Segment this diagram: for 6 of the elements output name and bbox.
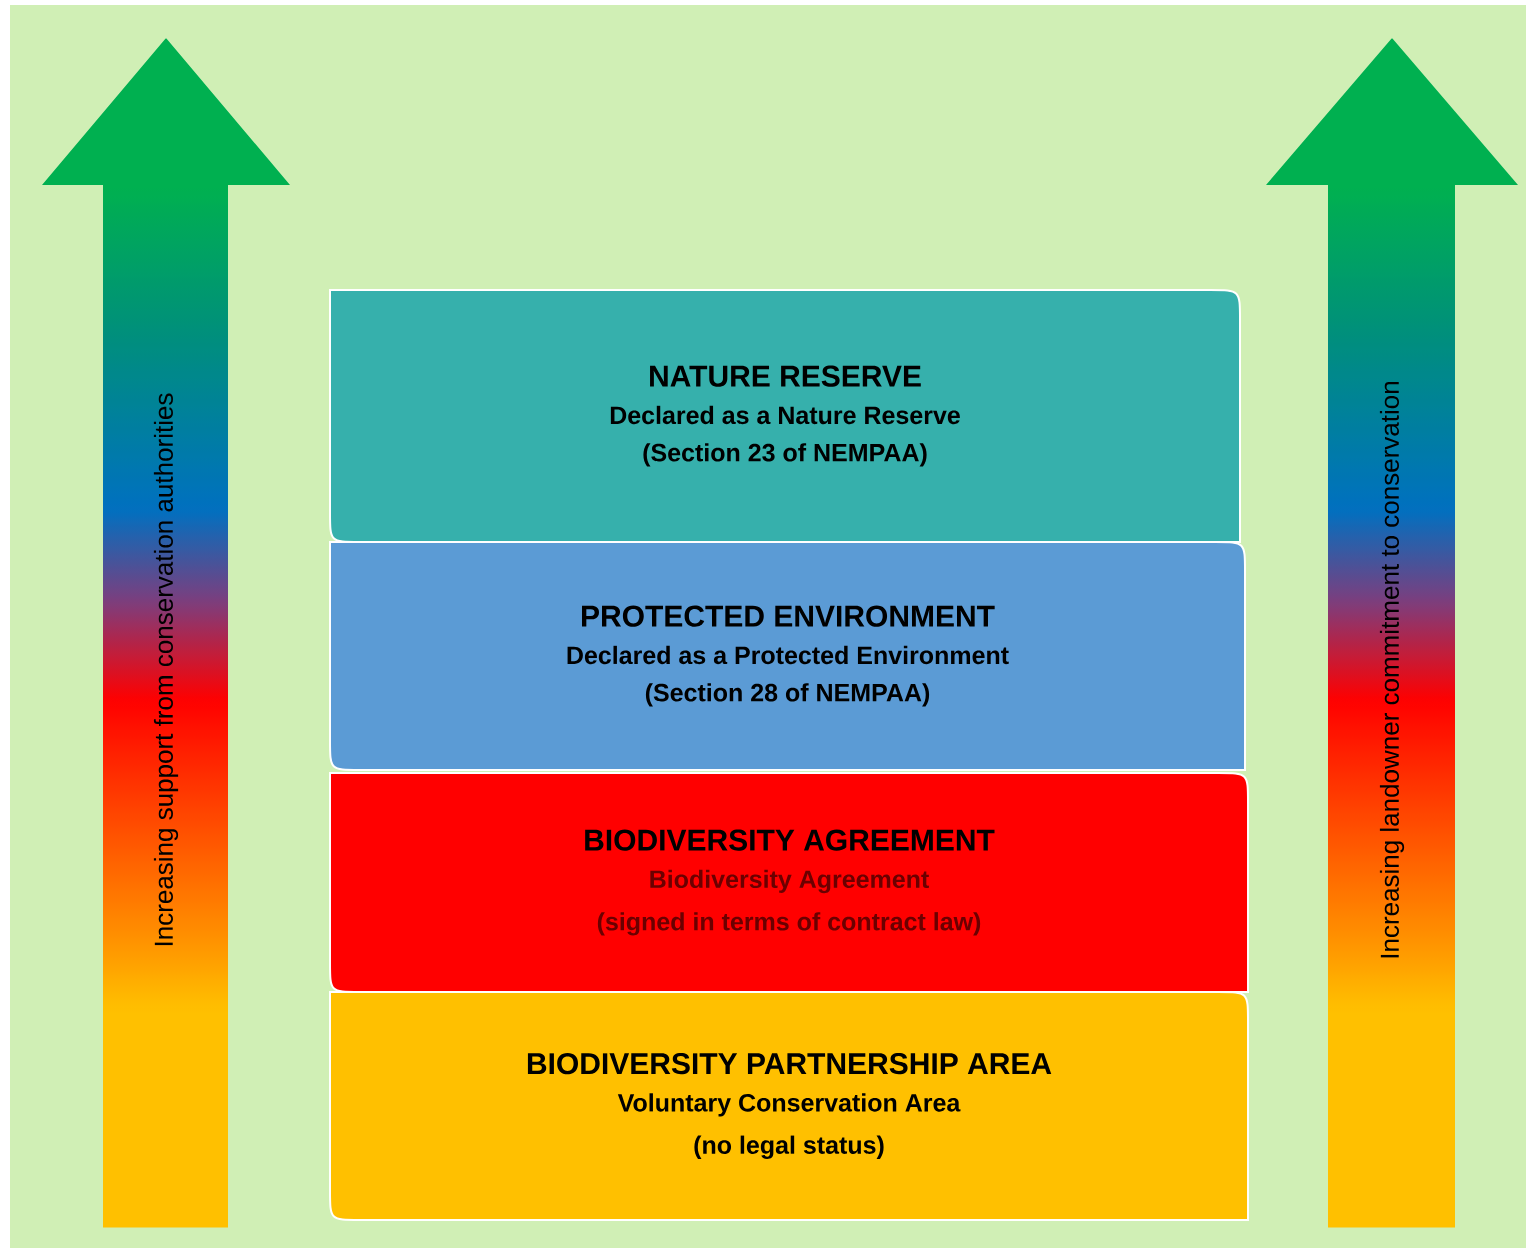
level-box: NATURE RESERVE Declared as a Nature Reserve (Section 23 of NEMPAA)	[329, 289, 1241, 543]
level-box: BIODIVERSITY AGREEMENT Biodiversity Agreement (signed in terms of contract law)	[329, 772, 1249, 993]
arrow-label: Increasing support from conservation authorities	[153, 393, 179, 946]
level-box: BIODIVERSITY PARTNERSHIP AREA Voluntary Conservation Area (no legal status)	[329, 991, 1249, 1221]
level-box: PROTECTED ENVIRONMENT Declared as a Protected Environment (Section 28 of NEMPAA)	[329, 541, 1246, 771]
arrow-label: Increasing landowner commitment to conservation	[1379, 382, 1405, 958]
